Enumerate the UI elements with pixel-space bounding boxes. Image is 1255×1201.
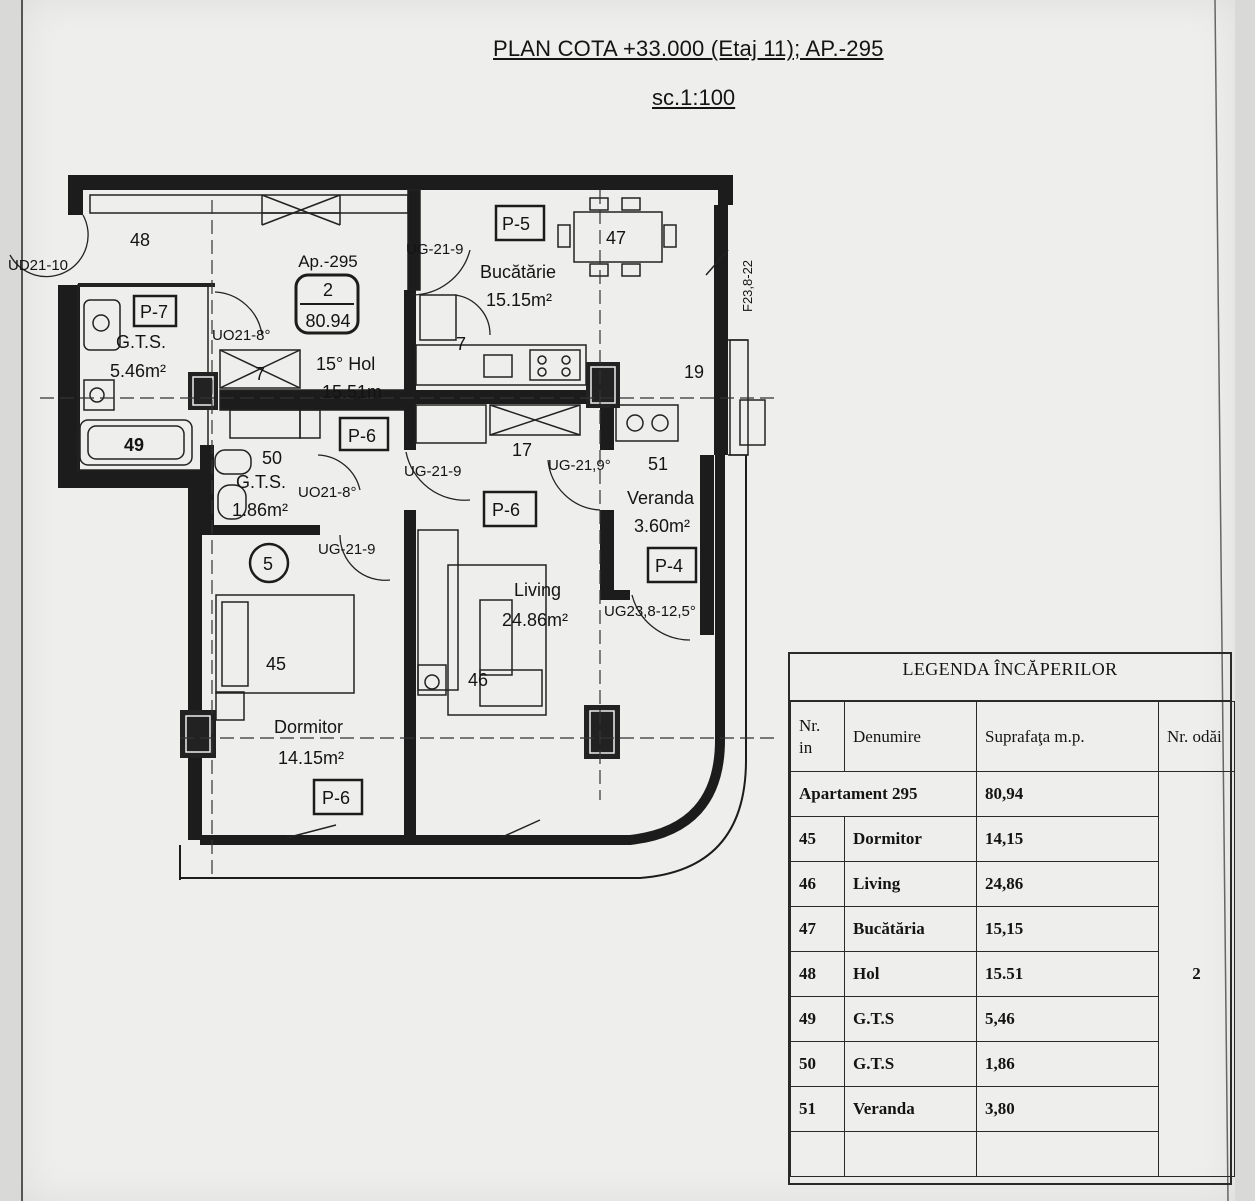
bedroom-furniture [215, 594, 355, 721]
curved-exterior [179, 455, 747, 880]
room-number-47: 47 [606, 228, 626, 248]
legend-name: G.T.S [844, 996, 977, 1042]
tag-p6-dormitor: P-6 [322, 788, 350, 808]
tag-boxes [132, 204, 698, 816]
legend-area: 1,86 [976, 1041, 1159, 1087]
table-row: 50 G.T.S 1,86 [790, 1041, 1235, 1087]
bucatarie-name: Bucătărie [480, 262, 556, 282]
table-row-empty [790, 1131, 1235, 1177]
room-number-50: 50 [262, 448, 282, 468]
exterior-walls [58, 175, 733, 840]
hol-name: 15° Hol [316, 354, 375, 374]
door-swings [9, 214, 691, 641]
door-code-uo21-8-b: UO21-8° [298, 484, 357, 501]
room-number-51: 51 [648, 454, 668, 474]
legend-nr: 51 [790, 1086, 845, 1132]
living-furniture [417, 529, 547, 716]
legend-col-name: Denumire [844, 701, 977, 772]
legend-nr: 47 [790, 906, 845, 952]
kitchen-counter [415, 294, 587, 444]
tag-p5: P-5 [502, 214, 530, 234]
legend-col-rooms: Nr. odăi [1158, 701, 1235, 772]
gts-large-area: 5.46m² [110, 361, 166, 381]
door-code-ug21-9-d: UG-21-9 [318, 541, 376, 558]
legend-area: 5,46 [976, 996, 1159, 1042]
door-code-ug23-8: UG23,8-12,5° [604, 603, 696, 620]
legend-col-nr: Nr. in [790, 701, 845, 772]
legend-nr: 49 [790, 996, 845, 1042]
room-legend: LEGENDA ÎNCĂPERILOR Nr. in Denumire Supr… [788, 652, 1235, 1185]
legend-nr: 50 [790, 1041, 845, 1087]
room-number-48-top: 48 [130, 230, 150, 250]
door-code-ug21-9-a: UG-21-9 [406, 241, 464, 258]
legend-name: Bucătăria [844, 906, 977, 952]
room-number-45: 45 [266, 654, 286, 674]
legend-header-row: Nr. in Denumire Suprafaţa m.p. Nr. odăi [790, 701, 1235, 772]
bathroom-small [214, 449, 252, 520]
legend-apartment-area: 80,94 [976, 771, 1159, 817]
legend-area: 15.51 [976, 951, 1159, 997]
table-row: 51 Veranda 3,80 [790, 1086, 1235, 1132]
marker-19: 19 [684, 362, 704, 382]
dormitor-name: Dormitor [274, 717, 343, 737]
legend-rooms-count: 2 [1158, 771, 1235, 1177]
legend-name: Hol [844, 951, 977, 997]
living-name: Living [514, 580, 561, 600]
apartment-area: 80.94 [305, 311, 350, 331]
axis-lines [40, 190, 780, 880]
marker-7-a: 7 [456, 334, 466, 354]
living-area: 24.86m² [502, 610, 568, 630]
tag-p7: P-7 [140, 302, 168, 322]
door-code-ud21-10: UD21-10 [8, 257, 68, 274]
legend-name: Living [844, 861, 977, 907]
room-number-49: 49 [124, 435, 144, 455]
bedroom-circle-5: 5 [263, 554, 273, 574]
veranda-area: 3.60m² [634, 516, 690, 536]
legend-table: Nr. in Denumire Suprafaţa m.p. Nr. odăi … [790, 701, 1235, 1177]
legend-nr: 48 [790, 951, 845, 997]
legend-title: LEGENDA ÎNCĂPERILOR [790, 654, 1230, 701]
legend-name: Dormitor [844, 816, 977, 862]
plan-scale: sc.1:100 [652, 85, 736, 110]
table-row: 48 Hol 15.51 [790, 951, 1235, 997]
legend-apartment-row: Apartament 295 80,94 2 [790, 771, 1235, 1177]
door-code-ug21-9-b: UG-21-9 [404, 463, 462, 480]
legend-nr: 46 [790, 861, 845, 907]
dining-table [557, 197, 677, 277]
legend-area: 15,15 [976, 906, 1159, 952]
legend-col-area: Suprafaţa m.p. [976, 701, 1159, 772]
gts-small-name: G.T.S. [236, 472, 286, 492]
apartment-label: Ap.-295 [298, 252, 358, 271]
dormitor-area: 14.15m² [278, 748, 344, 768]
tag-p6-hol: P-6 [348, 426, 376, 446]
tag-p6-living: P-6 [492, 500, 520, 520]
legend-area: 24,86 [976, 861, 1159, 907]
gts-large-name: G.T.S. [116, 332, 166, 352]
veranda-name: Veranda [627, 488, 695, 508]
apartment-rooms: 2 [323, 280, 333, 300]
table-row: 47 Bucătăria 15,15 [790, 906, 1235, 952]
legend-apartment-name: Apartament 295 [790, 771, 977, 817]
gts-small-area: 1.86m² [232, 500, 288, 520]
legend-name: Veranda [844, 1086, 977, 1132]
marker-17: 17 [512, 440, 532, 460]
room-number-46: 46 [468, 670, 488, 690]
hol-area: 15.51m [322, 382, 382, 402]
legend-area: 3,80 [976, 1086, 1159, 1132]
table-row: 46 Living 24,86 [790, 861, 1235, 907]
tag-p4: P-4 [655, 556, 683, 576]
marker-7-b: 7 [255, 364, 265, 384]
door-code-ug21-9-c: UG-21,9° [548, 457, 611, 474]
interior-walls [200, 205, 728, 840]
apartment-badge [294, 273, 360, 335]
dimension-f23: F23,8-22 [740, 260, 755, 312]
legend-area: 14,15 [976, 816, 1159, 862]
plan-title: PLAN COTA +33.000 (Etaj 11); AP.-295 [493, 36, 884, 61]
legend-nr: 45 [790, 816, 845, 862]
bucatarie-area: 15.15m² [486, 290, 552, 310]
legend-name: G.T.S [844, 1041, 977, 1087]
door-code-uo21-8-a: UO21-8° [212, 327, 271, 344]
